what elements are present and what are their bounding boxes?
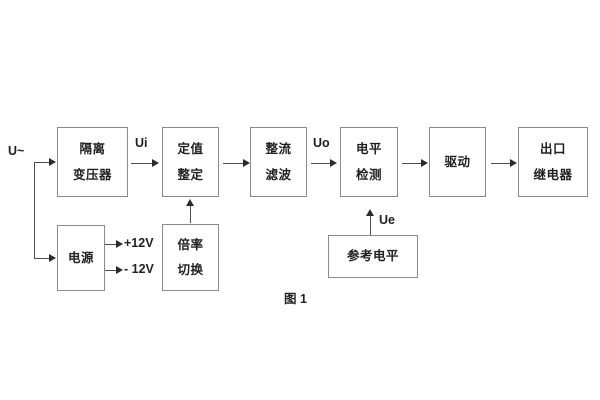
block-label-line: 变压器 bbox=[72, 167, 112, 182]
input-branch-bottom-arrowhead bbox=[49, 254, 56, 262]
block-label-line: 整定 bbox=[177, 167, 204, 182]
arrow-line-transformer-to-setting bbox=[131, 163, 153, 164]
arrowhead-setting-to-rectify bbox=[243, 159, 250, 167]
block-setting-value: 定值 整定 bbox=[162, 127, 219, 197]
block-label-line: 出口 bbox=[539, 142, 566, 156]
label-ue: Ue bbox=[379, 213, 395, 227]
block-label-line: 驱动 bbox=[444, 154, 471, 169]
arrowhead-multiplier-to-setting bbox=[186, 199, 194, 206]
arrow-line-multiplier-to-setting bbox=[190, 205, 191, 223]
block-label-line: 滤波 bbox=[265, 167, 292, 182]
arrowhead-level-to-driver bbox=[421, 159, 428, 167]
arrow-line-driver-to-relay bbox=[491, 163, 512, 164]
block-isolation-transformer: 隔离 变压器 bbox=[57, 127, 128, 197]
input-branch-top-arrowhead bbox=[49, 158, 56, 166]
block-label-line: 隔离 bbox=[79, 142, 106, 156]
arrowhead-transformer-to-setting bbox=[152, 159, 159, 167]
block-label-line: 电平 bbox=[355, 142, 382, 156]
input-branch-bottom-line bbox=[34, 258, 50, 259]
block-label-line: 电源 bbox=[67, 250, 94, 265]
arrow-line-level-to-driver bbox=[402, 163, 423, 164]
label-minus-12v: - 12V bbox=[124, 262, 154, 276]
label-ui: Ui bbox=[135, 136, 148, 150]
block-output-relay: 出口 继电器 bbox=[518, 127, 588, 197]
arrowhead-plus12v bbox=[116, 240, 123, 248]
arrow-line-reference-to-level bbox=[370, 215, 371, 235]
block-label-line: 参考电平 bbox=[346, 249, 399, 264]
arrowhead-driver-to-relay bbox=[510, 159, 517, 167]
arrowhead-rectify-to-level bbox=[330, 159, 337, 167]
block-label-line: 倍率 bbox=[177, 237, 204, 252]
label-input-voltage: U~ bbox=[8, 144, 25, 158]
block-label-line: 切换 bbox=[177, 263, 204, 277]
block-rectify-filter: 整流 滤波 bbox=[250, 127, 307, 197]
block-label-line: 定值 bbox=[177, 142, 204, 156]
input-bus-vertical-line bbox=[34, 162, 35, 258]
block-label-line: 继电器 bbox=[533, 167, 573, 182]
block-reference-level: 参考电平 bbox=[328, 235, 418, 278]
arrow-line-plus12v bbox=[105, 244, 118, 245]
block-driver: 驱动 bbox=[429, 127, 486, 197]
arrowhead-minus12v bbox=[116, 266, 123, 274]
label-uo: Uo bbox=[313, 136, 330, 150]
block-label-line: 检测 bbox=[355, 167, 382, 182]
label-plus-12v: +12V bbox=[124, 236, 154, 250]
arrow-line-rectify-to-level bbox=[311, 163, 332, 164]
block-label-line: 整流 bbox=[265, 142, 292, 156]
arrow-line-setting-to-rectify bbox=[223, 163, 244, 164]
figure-caption: 图 1 bbox=[284, 292, 307, 306]
input-branch-top-line bbox=[34, 162, 50, 163]
arrowhead-reference-to-level bbox=[366, 209, 374, 216]
arrow-line-minus12v bbox=[105, 270, 118, 271]
block-level-detect: 电平 检测 bbox=[340, 127, 398, 197]
block-power-supply: 电源 bbox=[57, 225, 105, 291]
block-multiplier-switch: 倍率 切换 bbox=[162, 224, 219, 291]
